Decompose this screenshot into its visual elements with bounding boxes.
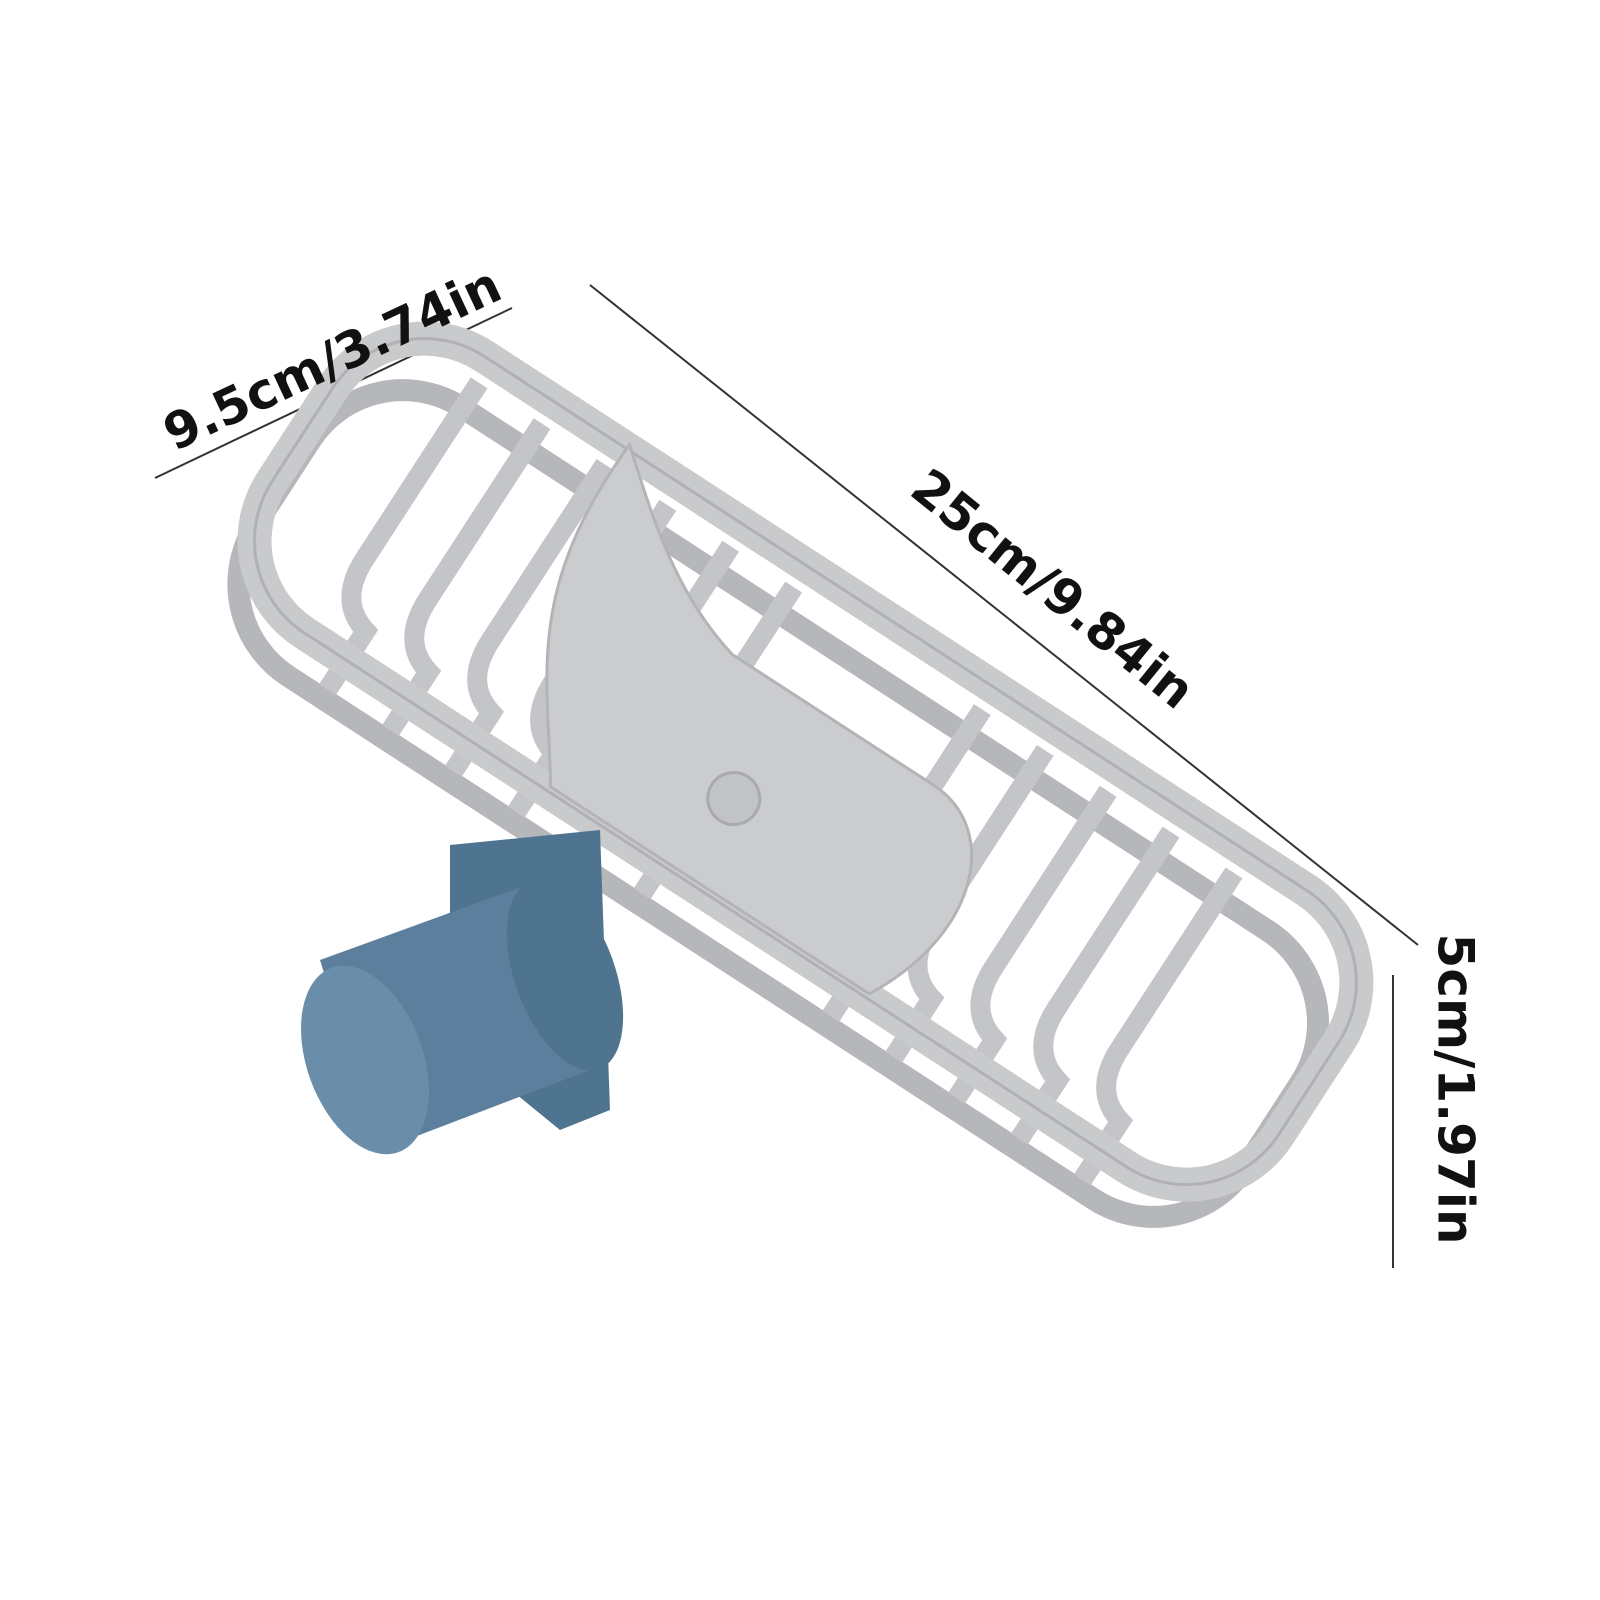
height-dimension-label: 5cm/1.97in (1426, 933, 1485, 1245)
length-dimension-line (589, 284, 1419, 946)
basket-rib (1011, 826, 1180, 1145)
basket-rib (319, 377, 488, 696)
basket (227, 321, 1374, 1228)
basket-rib (948, 785, 1117, 1104)
basket-rib (444, 459, 614, 777)
basket-rib (1073, 867, 1243, 1186)
blue-clamp-knob (301, 830, 624, 1155)
basket-rib (382, 418, 551, 737)
